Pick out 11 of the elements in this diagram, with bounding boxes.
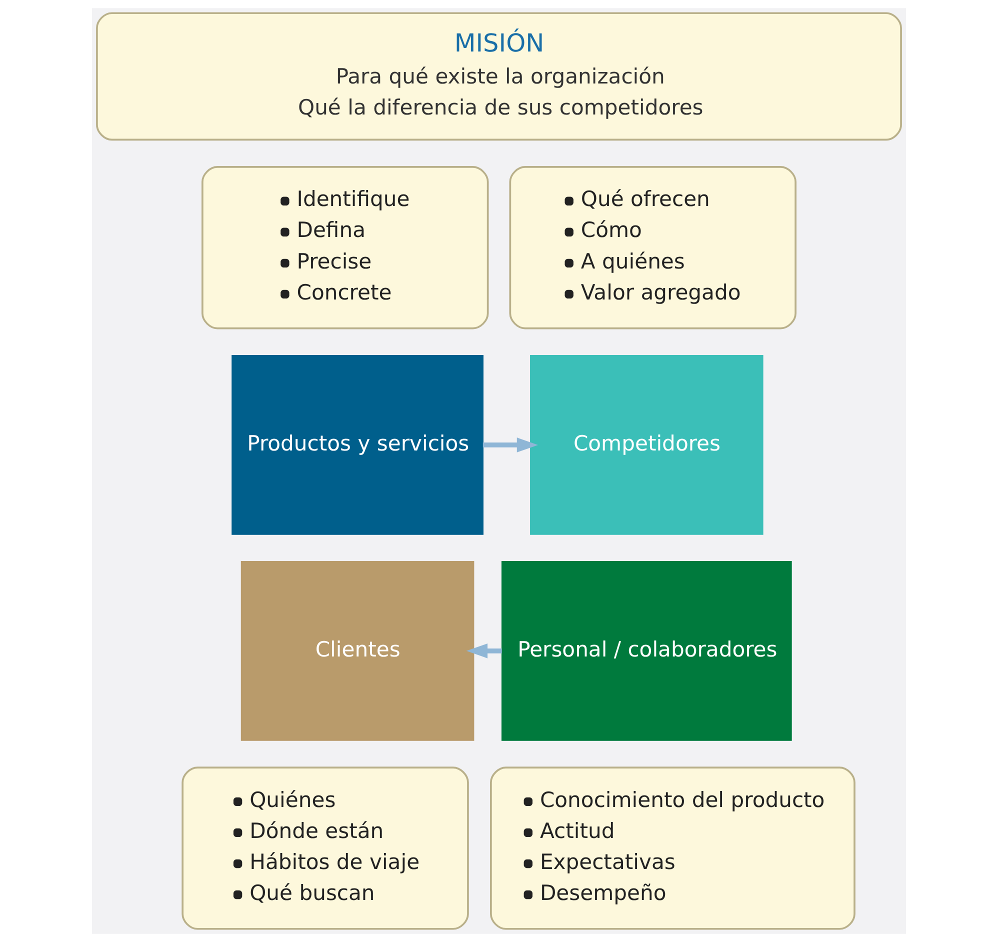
arrow [482,438,538,452]
node-box: MISIÓN Para qué existe la organización Qué la diferencia de sus competidores [96,12,902,141]
arrow [466,644,502,658]
node-box: Qué ofrecen Cómo A quiénes Valor agregado [509,166,796,330]
node-box: Clientes [240,560,474,741]
node-box: Identifique Defina Precise Concrete [202,166,489,330]
node-box: Competidores [530,354,764,535]
node-box: Conocimiento del producto Actitud Expectativas Desempeño [490,766,856,930]
node-box: Productos y servicios [232,354,484,535]
node-box: Quiénes Dónde están Hábitos de viaje Qué buscan [182,766,469,930]
node-box: Personal / colaboradores [501,560,792,741]
